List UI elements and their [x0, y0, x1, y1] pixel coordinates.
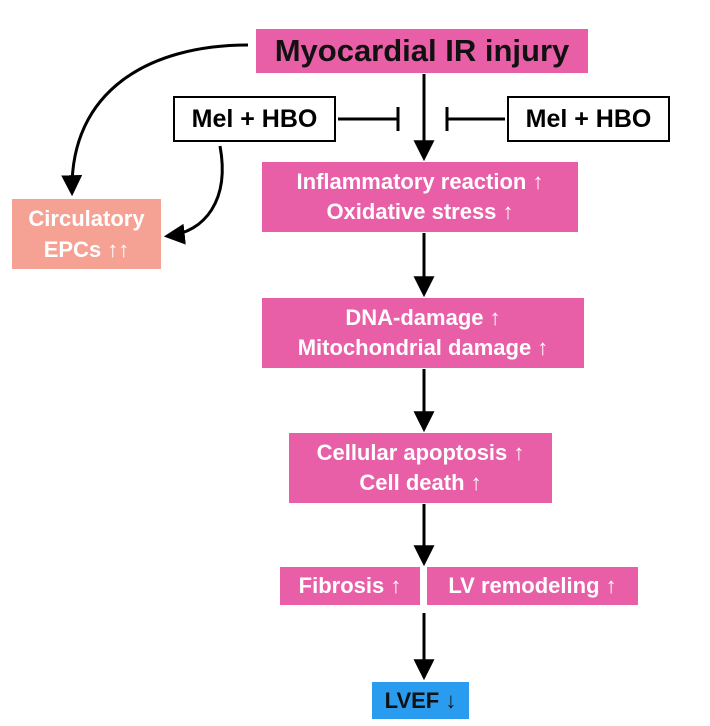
- epc-node-bg: [12, 199, 161, 269]
- epc-line-1: Circulatory: [28, 206, 145, 231]
- mel-hbo-right-label: Mel + HBO: [525, 104, 652, 133]
- mel-hbo-left-node: Mel + HBO: [173, 96, 336, 142]
- inflammation-node-bg: [262, 162, 578, 232]
- inflammation-line-1: Inflammatory reaction ↑: [296, 169, 544, 194]
- dna-node-bg: [262, 298, 584, 368]
- arrow-ir-to-epc: [61, 43, 249, 197]
- dna-line-1: DNA-damage ↑: [345, 305, 501, 330]
- inflammation-node: Inflammatory reaction ↑ Oxidative stress…: [262, 162, 578, 232]
- ir-node: Myocardial IR injury: [256, 29, 588, 73]
- arrow-mel-to-epc: [163, 145, 224, 245]
- ir-label: Myocardial IR injury: [274, 33, 570, 68]
- lvef-node-bg: [372, 682, 469, 719]
- dna-line-2: Mitochondrial damage ↑: [297, 335, 549, 360]
- dna-node: DNA-damage ↑ Mitochondrial damage ↑: [262, 298, 584, 368]
- lv-node-bg: [427, 567, 638, 605]
- lvef-label: LVEF ↓: [384, 687, 457, 713]
- apoptosis-line-2: Cell death ↑: [359, 470, 482, 495]
- fibrosis-node: Fibrosis ↑: [280, 567, 420, 605]
- mel-hbo-right-node: Mel + HBO: [507, 96, 670, 142]
- apoptosis-line-1: Cellular apoptosis ↑: [316, 440, 525, 465]
- mel-hbo-left-label: Mel + HBO: [191, 104, 318, 133]
- ir-node-bg: [256, 29, 588, 73]
- fibrosis-label: Fibrosis ↑: [298, 573, 402, 598]
- lv-remodeling-label: LV remodeling ↑: [448, 573, 617, 598]
- epc-node: Circulatory EPCs ↑↑: [12, 199, 161, 269]
- lv-remodeling-node: LV remodeling ↑: [427, 567, 638, 605]
- fibrosis-node-bg: [280, 567, 420, 605]
- apoptosis-node: Cellular apoptosis ↑ Cell death ↑: [289, 433, 552, 503]
- lvef-node: LVEF ↓: [372, 682, 469, 719]
- epc-line-2: EPCs ↑↑: [43, 237, 130, 262]
- apoptosis-node-bg: [289, 433, 552, 503]
- inflammation-line-2: Oxidative stress ↑: [326, 199, 514, 224]
